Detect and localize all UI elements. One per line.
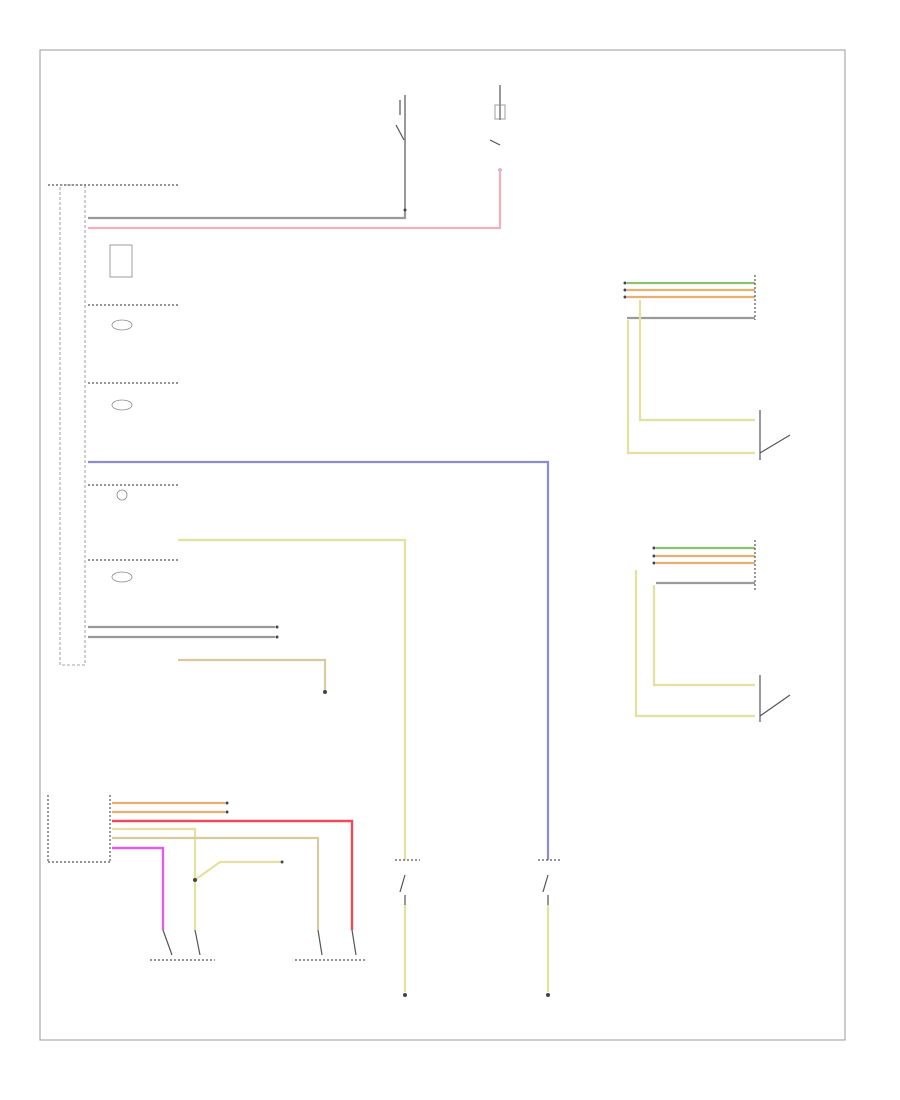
- wire-gray-top: [88, 212, 407, 220]
- switch-right: [538, 859, 562, 997]
- lamp-2: [111, 399, 133, 411]
- fuse-top: [489, 85, 506, 172]
- wire-red: [112, 819, 354, 930]
- wire-pink-top: [88, 168, 502, 230]
- lamp-4: [111, 571, 133, 583]
- passenger-belt-switch: [295, 929, 365, 961]
- cluster-indicator-1: [109, 244, 133, 278]
- wire-blue: [88, 460, 550, 860]
- diagram-frame: [39, 49, 846, 1041]
- seat-occupant-sensor-right: [634, 540, 791, 722]
- wire-magenta: [112, 846, 165, 930]
- wire-tan-passenger: [112, 836, 320, 930]
- wire-tan: [178, 658, 327, 690]
- switch-middle: [395, 859, 420, 997]
- wire-yellow-driver: [112, 827, 197, 930]
- driver-belt-switch: [150, 929, 215, 961]
- seat-occupant-sensor-left: [623, 275, 791, 460]
- airbag-module: [47, 795, 111, 863]
- lamp-3: [116, 489, 128, 501]
- instrument-cluster: [48, 184, 180, 666]
- wire-yellow-branch: [194, 860, 280, 881]
- wire-yellow-mid: [178, 538, 407, 860]
- power-source-top: [395, 95, 407, 215]
- lamp-1: [111, 319, 133, 331]
